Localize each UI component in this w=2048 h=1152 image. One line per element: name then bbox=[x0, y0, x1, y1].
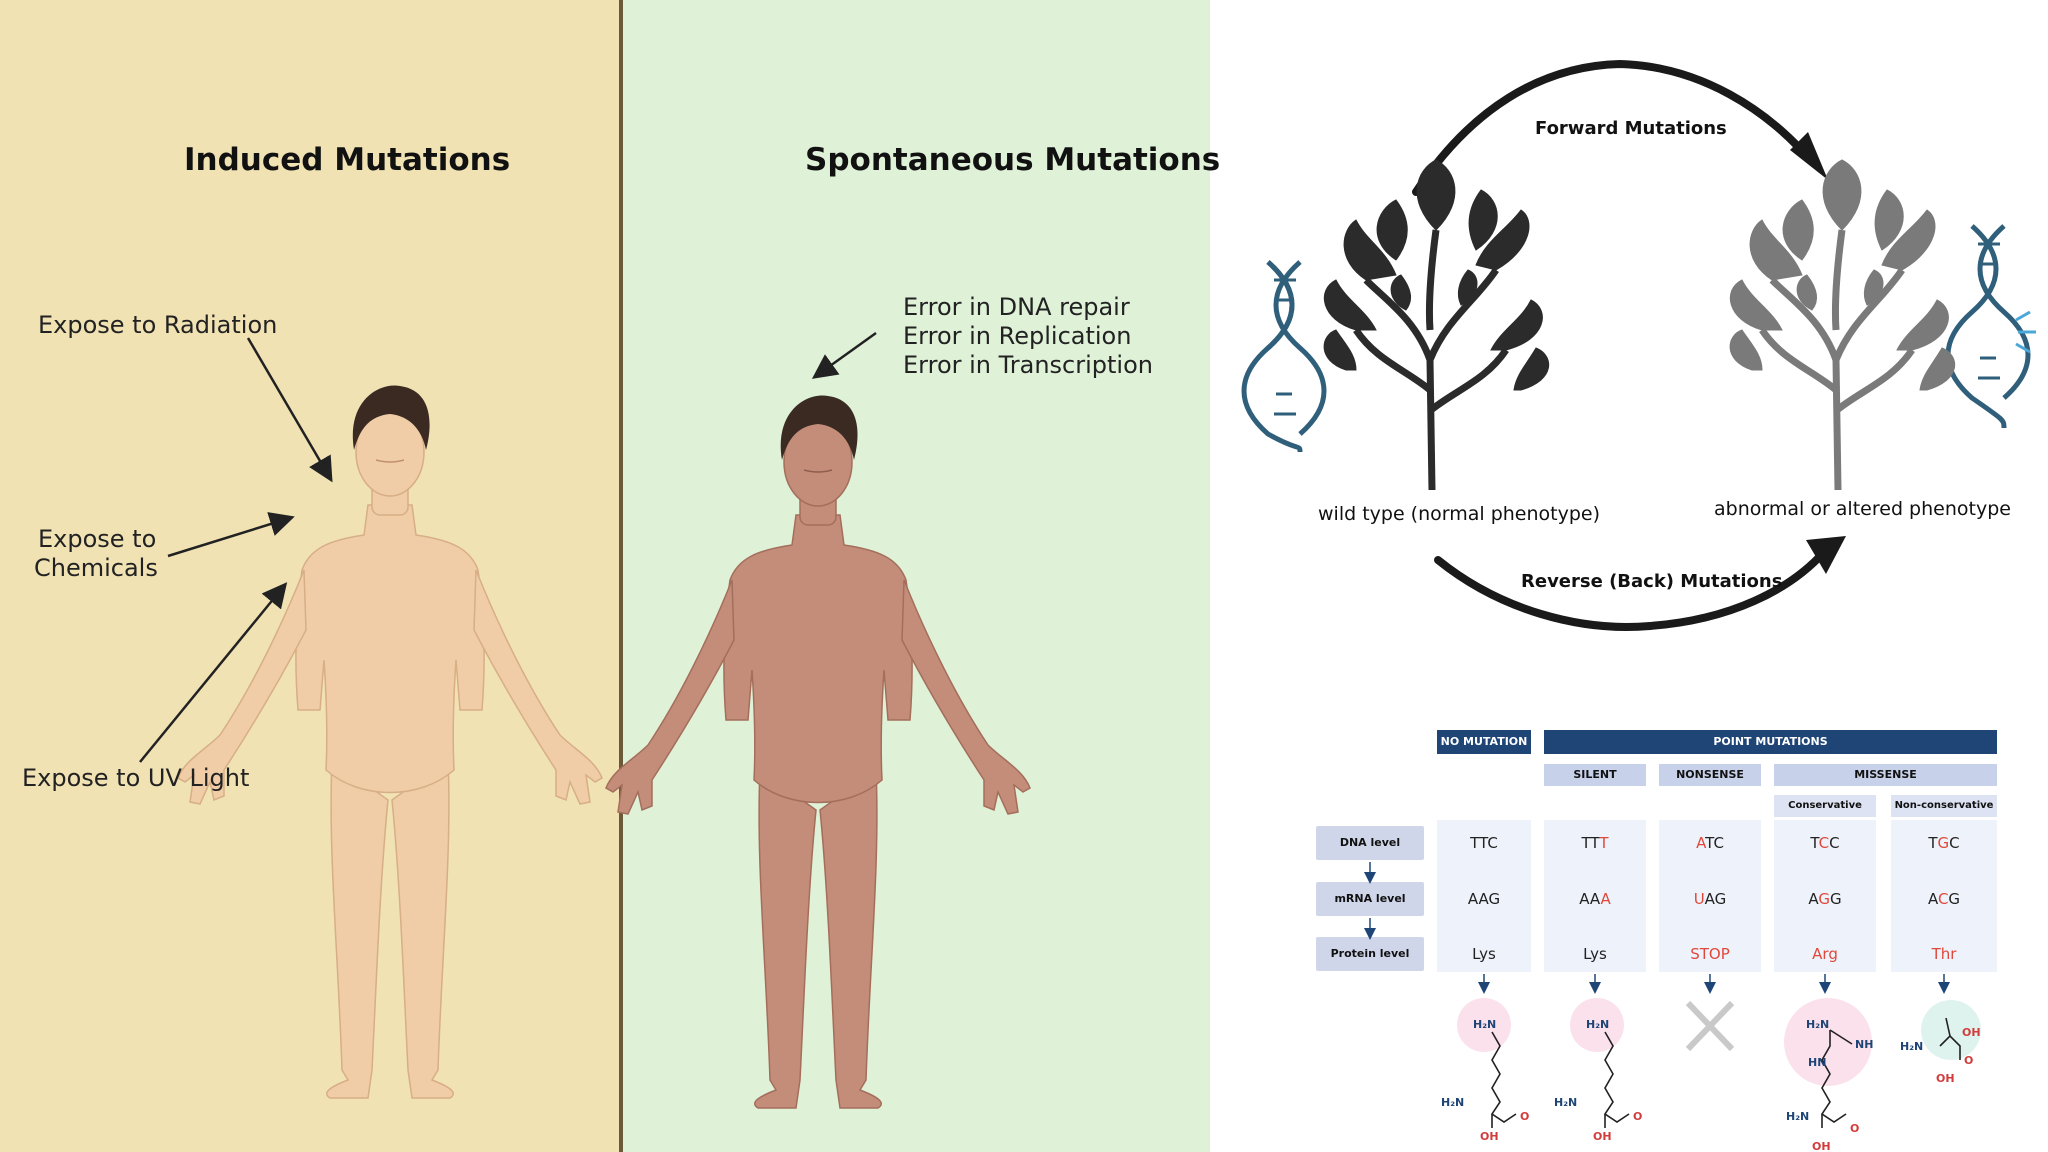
arg-o: O bbox=[1850, 1122, 1859, 1135]
lys-nh2-top: H₂N bbox=[1473, 1018, 1496, 1031]
thr-oh: OH bbox=[1962, 1026, 1981, 1039]
header-conservative: Conservative bbox=[1774, 795, 1876, 817]
lys2-oh: OH bbox=[1593, 1130, 1612, 1143]
forward-arrow bbox=[1412, 59, 1816, 196]
dna-codon-nonsense: ATC bbox=[1696, 834, 1724, 852]
error-replication: Error in Replication bbox=[903, 322, 1132, 350]
header-nonsense: NONSENSE bbox=[1659, 764, 1761, 786]
dna-codon-conservative: TCC bbox=[1810, 834, 1840, 852]
dna-helix-right bbox=[1945, 224, 2036, 429]
lys2-o: O bbox=[1633, 1110, 1642, 1123]
arg-oh: OH bbox=[1812, 1140, 1831, 1152]
cause-uv: Expose to UV Light bbox=[22, 764, 250, 792]
spontaneous-title: Spontaneous Mutations bbox=[805, 142, 1221, 178]
column-bg-no-mutation bbox=[1437, 820, 1531, 972]
wild-type-label: wild type (normal phenotype) bbox=[1318, 503, 1601, 525]
thr-nh2: H₂N bbox=[1900, 1040, 1923, 1053]
lys-oh: OH bbox=[1480, 1130, 1499, 1143]
lys-highlight-silent bbox=[1570, 998, 1624, 1052]
protein-silent: Lys bbox=[1583, 945, 1607, 963]
error-transcription: Error in Transcription bbox=[903, 351, 1153, 379]
protein-non-conservative: Thr bbox=[1931, 945, 1957, 963]
arg-nh2: H₂N bbox=[1806, 1018, 1829, 1031]
level-protein: Protein level bbox=[1316, 937, 1424, 971]
thr-structure bbox=[1939, 1017, 1961, 1060]
spontaneous-arrow bbox=[811, 331, 877, 379]
header-non-conservative: Non-conservative bbox=[1891, 795, 1997, 817]
thr-oh2: OH bbox=[1936, 1072, 1955, 1085]
lys2-nh2-bottom: H₂N bbox=[1554, 1096, 1577, 1109]
thr-o: O bbox=[1964, 1054, 1973, 1067]
column-bg-silent bbox=[1544, 820, 1646, 972]
dna-codon-no-mutation: TTC bbox=[1470, 834, 1498, 852]
cause-chemicals-line2: Chemicals bbox=[34, 554, 158, 582]
cause-chemicals-line1: Expose to bbox=[38, 525, 157, 553]
induced-arrows bbox=[139, 337, 333, 763]
thr-highlight bbox=[1921, 1000, 1981, 1060]
column-bg-nonsense bbox=[1659, 820, 1761, 972]
level-arrows bbox=[1364, 862, 1950, 994]
column-bg-conservative bbox=[1774, 820, 1876, 972]
stop-cross-icon bbox=[1685, 1000, 1735, 1052]
spontaneous-human bbox=[605, 395, 1031, 1109]
panel-divider bbox=[619, 0, 623, 1152]
arg-highlight bbox=[1784, 998, 1872, 1086]
arg-hn: HN bbox=[1808, 1056, 1826, 1069]
protein-no-mutation: Lys bbox=[1472, 945, 1496, 963]
lys-highlight bbox=[1457, 998, 1511, 1052]
arg-nh2-bottom: H₂N bbox=[1786, 1110, 1809, 1123]
header-point-mutations: POINT MUTATIONS bbox=[1544, 730, 1997, 754]
error-dna-repair: Error in DNA repair bbox=[903, 293, 1130, 321]
induced-human bbox=[177, 385, 603, 1099]
lys2-nh2-top: H₂N bbox=[1586, 1018, 1609, 1031]
lys-structures bbox=[1490, 1031, 1630, 1128]
mrna-codon-nonsense: UAG bbox=[1693, 890, 1727, 908]
chem-labels: H₂N H₂N O OH H₂N H₂N O OH H₂N NH HN H₂N … bbox=[1441, 1018, 1981, 1152]
mrna-codon-conservative: AGG bbox=[1808, 890, 1842, 908]
reverse-arrow bbox=[1434, 548, 1828, 631]
arg-nh: NH bbox=[1855, 1038, 1873, 1051]
spontaneous-panel bbox=[623, 0, 1210, 1152]
induced-title: Induced Mutations bbox=[184, 142, 511, 178]
header-missense: MISSENSE bbox=[1774, 764, 1997, 786]
arg-structure bbox=[1820, 1029, 1853, 1128]
reverse-mutations-label: Reverse (Back) Mutations bbox=[1521, 571, 1783, 592]
mrna-codon-non-conservative: ACG bbox=[1927, 890, 1961, 908]
header-silent: SILENT bbox=[1544, 764, 1646, 786]
dna-codon-silent: TTT bbox=[1581, 834, 1609, 852]
mrna-codon-no-mutation: AAG bbox=[1467, 890, 1501, 908]
level-dna: DNA level bbox=[1316, 826, 1424, 860]
mrna-codon-silent: AAA bbox=[1579, 890, 1611, 908]
header-no-mutation: NO MUTATION bbox=[1437, 730, 1531, 754]
cause-radiation: Expose to Radiation bbox=[38, 311, 278, 339]
dna-codon-non-conservative: TGC bbox=[1928, 834, 1960, 852]
level-mrna: mRNA level bbox=[1316, 882, 1424, 916]
protein-conservative: Arg bbox=[1812, 945, 1838, 963]
altered-label: abnormal or altered phenotype bbox=[1714, 498, 2011, 520]
lys-o: O bbox=[1520, 1110, 1529, 1123]
dna-helix-left bbox=[1241, 260, 1327, 453]
column-bg-non-conservative bbox=[1891, 820, 1997, 972]
forward-mutations-label: Forward Mutations bbox=[1535, 118, 1727, 139]
protein-nonsense: STOP bbox=[1690, 945, 1730, 963]
lys-nh2-bottom: H₂N bbox=[1441, 1096, 1464, 1109]
